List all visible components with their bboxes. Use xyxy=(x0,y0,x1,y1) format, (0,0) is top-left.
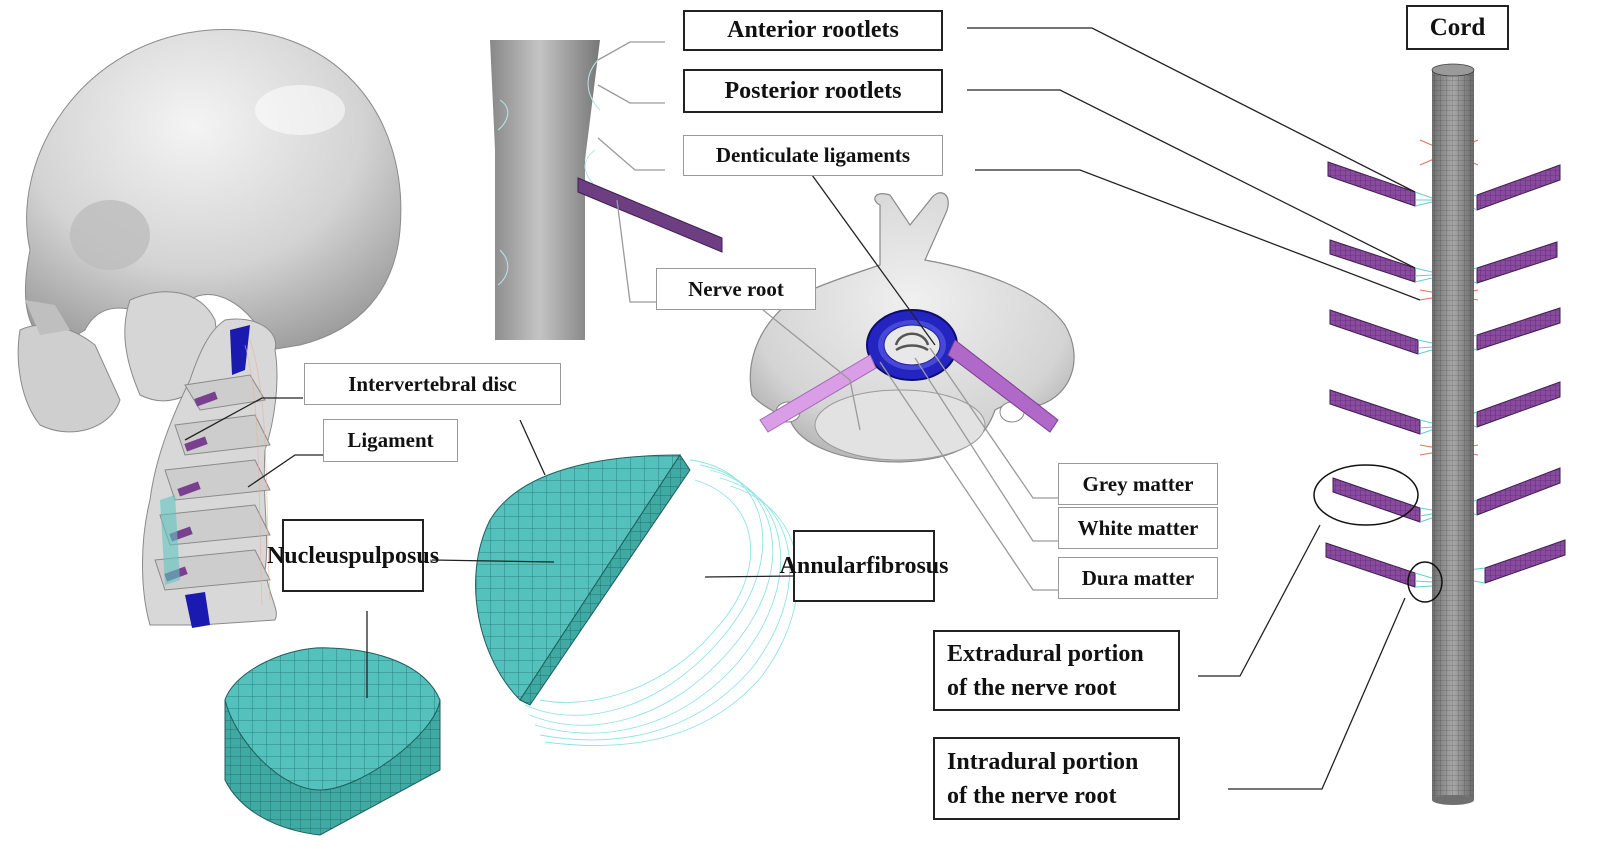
cord-closeup-model xyxy=(490,40,723,340)
label-nucleus-pulposus-line2: pulposus xyxy=(348,542,440,569)
cervical-spine-model xyxy=(142,318,278,628)
label-ligament: Ligament xyxy=(323,419,458,462)
label-annular-fibrosus-line1: Annular xyxy=(779,553,867,579)
label-extradural-line2: of the nerve root xyxy=(947,674,1117,701)
label-nerve-root: Nerve root xyxy=(656,268,816,310)
label-annular-fibrosus-line2: fibrosus xyxy=(866,553,949,579)
label-grey-matter: Grey matter xyxy=(1058,463,1218,505)
annular-fibrosus-model xyxy=(475,454,799,746)
label-anterior-rootlets: Anterior rootlets xyxy=(683,10,943,51)
label-intervertebral-disc: Intervertebral disc xyxy=(304,363,561,405)
label-denticulate-ligaments: Denticulate ligaments xyxy=(683,135,943,176)
label-nucleus-pulposus-line1: Nucleus xyxy=(266,542,349,569)
label-posterior-rootlets: Posterior rootlets xyxy=(683,69,943,113)
label-nucleus-pulposus: Nucleus pulposus xyxy=(267,519,439,592)
vertebra-model xyxy=(749,192,1075,463)
label-intradural-portion: Intradural portion of the nerve root xyxy=(933,737,1180,820)
label-annular-fibrosus: Annular fibrosus xyxy=(780,530,948,602)
label-intradural-line1: Intradural portion xyxy=(947,748,1139,775)
label-extradural-line1: Extradural portion xyxy=(947,640,1144,667)
label-intradural-line2: of the nerve root xyxy=(947,782,1117,809)
label-cord: Cord xyxy=(1406,5,1509,50)
leader-lines xyxy=(184,27,1421,790)
skull-model xyxy=(17,29,402,433)
label-extradural-portion: Extradural portion of the nerve root xyxy=(933,630,1180,711)
nucleus-pulposus-model xyxy=(224,647,441,836)
label-white-matter: White matter xyxy=(1058,507,1218,549)
label-dura-matter: Dura matter xyxy=(1058,557,1218,599)
spinal-cord-model xyxy=(1313,63,1566,805)
